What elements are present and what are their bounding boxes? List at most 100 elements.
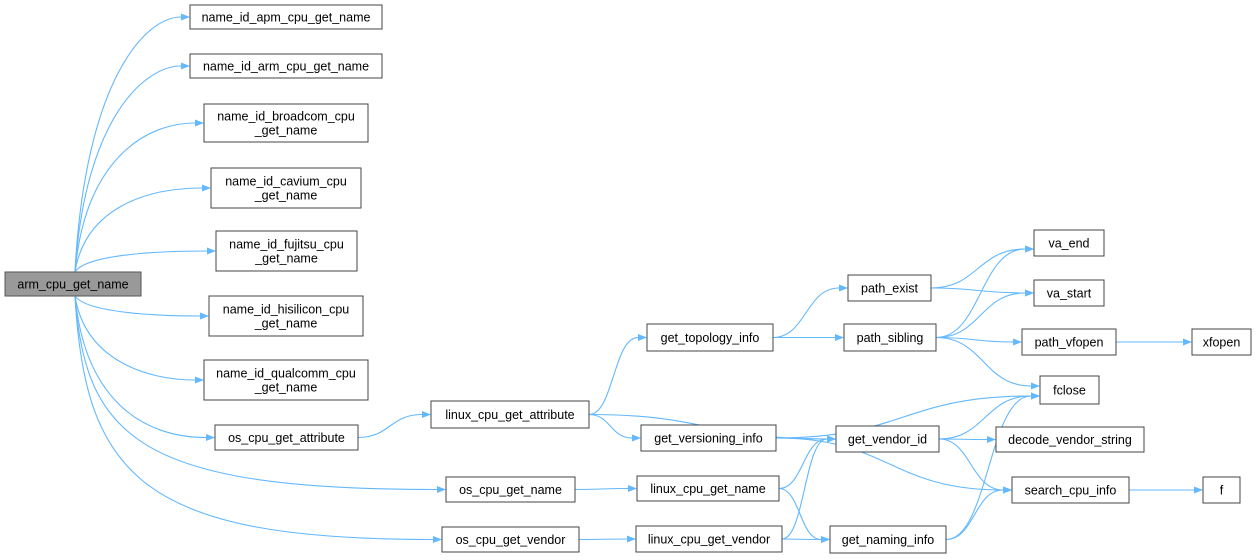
node-f[interactable]: f — [1202, 476, 1241, 504]
edge-arm-cpu-get-name-to-name-id-apm-cpu-get-name — [74, 13, 190, 273]
node-path-exist[interactable]: path_exist — [847, 274, 932, 302]
edge-arm-cpu-get-name-to-os-cpu-get-attribute — [74, 295, 215, 441]
node-box — [189, 4, 383, 30]
edge-os-cpu-get-attribute-to-linux-cpu-get-attribute — [357, 411, 431, 439]
node-name-id-qualcomm-cpu-get-name[interactable]: name_id_qualcomm_cpu_get_name — [203, 359, 369, 401]
node-box — [636, 475, 780, 502]
node-label: path_exist — [861, 282, 919, 296]
edge-arm-cpu-get-name-to-os-cpu-get-vendor — [74, 295, 442, 543]
node-label: os_cpu_get_attribute — [228, 431, 345, 445]
node-xfopen[interactable]: xfopen — [1191, 328, 1252, 356]
node-path-sibling[interactable]: path_sibling — [843, 323, 937, 352]
arrowhead — [1025, 289, 1034, 297]
node-name-id-hisilicon-cpu-get-name[interactable]: name_id_hisilicon_cpu_get_name — [208, 295, 364, 337]
node-get-vendor-id[interactable]: get_vendor_id — [835, 425, 940, 453]
edge-linux-cpu-get-vendor-to-get-naming-info — [781, 536, 830, 543]
edge-line — [781, 438, 828, 540]
arrowhead — [181, 62, 190, 70]
node-get-topology-info[interactable]: get_topology_info — [646, 323, 774, 352]
node-os-cpu-get-attribute[interactable]: os_cpu_get_attribute — [214, 424, 359, 451]
arrowhead — [1194, 486, 1203, 494]
node-os-cpu-get-vendor[interactable]: os_cpu_get_vendor — [441, 526, 580, 553]
node-box — [1033, 229, 1105, 257]
node-box — [214, 424, 359, 451]
edge-os-cpu-get-vendor-to-linux-cpu-get-vendor — [578, 535, 636, 543]
edges-layer — [74, 13, 1203, 543]
node-box — [1033, 279, 1105, 307]
arrowhead — [181, 13, 190, 21]
edge-line — [74, 65, 182, 273]
edge-linux-cpu-get-attribute-to-get-versioning-info — [588, 413, 641, 442]
arrowhead — [1025, 245, 1034, 253]
node-linux-cpu-get-attribute[interactable]: linux_cpu_get_attribute — [430, 400, 590, 429]
arrowhead — [1031, 392, 1040, 400]
node-linux-cpu-get-name[interactable]: linux_cpu_get_name — [636, 475, 780, 502]
node-box — [843, 323, 937, 352]
edge-line — [578, 538, 628, 541]
edge-line — [775, 437, 1004, 491]
node-get-naming-info[interactable]: get_naming_info — [829, 525, 947, 554]
edge-line — [74, 295, 434, 541]
arrowhead — [638, 334, 647, 341]
edge-arm-cpu-get-name-to-name-id-fujitsu-cpu-get-name — [74, 247, 216, 273]
arrowhead — [632, 434, 641, 442]
edge-line — [74, 295, 438, 491]
node-fclose[interactable]: fclose — [1039, 375, 1100, 405]
node-name-id-arm-cpu-get-name[interactable]: name_id_arm_cpu_get_name — [189, 53, 383, 79]
edge-line — [357, 413, 423, 439]
node-label: _get_name — [254, 252, 318, 266]
node-box — [210, 167, 362, 209]
edge-get-naming-info-to-search-cpu-info — [945, 486, 1012, 541]
edge-arm-cpu-get-name-to-os-cpu-get-name — [74, 295, 446, 493]
node-name-id-fujitsu-cpu-get-name[interactable]: name_id_fujitsu_cpu_get_name — [215, 230, 358, 272]
node-name-id-apm-cpu-get-name[interactable]: name_id_apm_cpu_get_name — [189, 4, 383, 30]
edge-line — [772, 287, 840, 339]
node-os-cpu-get-name[interactable]: os_cpu_get_name — [445, 476, 576, 503]
arrowhead — [987, 436, 996, 443]
edge-line — [588, 336, 639, 416]
arrowhead — [627, 535, 636, 543]
edge-arm-cpu-get-name-to-name-id-qualcomm-cpu-get-name — [74, 295, 204, 384]
node-path-vfopen[interactable]: path_vfopen — [1021, 328, 1117, 356]
node-box — [1039, 375, 1100, 405]
node-box — [847, 274, 932, 302]
node-va-end[interactable]: va_end — [1033, 229, 1105, 257]
edge-line — [778, 438, 828, 490]
node-decode-vendor-string[interactable]: decode_vendor_string — [995, 426, 1145, 453]
node-label: os_cpu_get_vendor — [456, 533, 566, 547]
edge-line — [938, 395, 1032, 440]
node-search-cpu-info[interactable]: search_cpu_info — [1011, 476, 1130, 504]
node-box — [208, 295, 364, 337]
node-linux-cpu-get-vendor[interactable]: linux_cpu_get_vendor — [635, 525, 783, 553]
node-box — [4, 271, 142, 297]
arrowhead — [628, 485, 637, 492]
edge-line — [74, 295, 201, 317]
edge-line — [588, 413, 633, 439]
node-box — [1191, 328, 1252, 356]
node-arm-cpu-get-name[interactable]: arm_cpu_get_name — [4, 271, 142, 297]
node-label: get_vendor_id — [848, 433, 927, 447]
edge-line — [74, 187, 203, 273]
edge-arm-cpu-get-name-to-name-id-broadcom-cpu-get-name — [74, 119, 204, 273]
node-label: xfopen — [1203, 336, 1241, 350]
node-label: name_id_arm_cpu_get_name — [203, 60, 369, 74]
edge-os-cpu-get-name-to-linux-cpu-get-name — [574, 485, 637, 492]
node-name-id-broadcom-cpu-get-name[interactable]: name_id_broadcom_cpu_get_name — [203, 103, 369, 143]
edge-get-topology-info-to-path-exist — [772, 284, 848, 339]
node-name-id-cavium-cpu-get-name[interactable]: name_id_cavium_cpu_get_name — [210, 167, 362, 209]
node-box — [215, 230, 358, 272]
edge-path-vfopen-to-xfopen — [1115, 338, 1192, 346]
node-box — [640, 424, 777, 452]
edge-line — [935, 336, 1014, 343]
node-box — [995, 426, 1145, 453]
node-box — [829, 525, 947, 554]
arrowhead — [200, 312, 209, 320]
node-get-versioning-info[interactable]: get_versioning_info — [640, 424, 777, 452]
node-box — [1021, 328, 1117, 356]
node-label: get_naming_info — [842, 533, 934, 547]
node-va-start[interactable]: va_start — [1033, 279, 1105, 307]
edge-line — [74, 295, 207, 439]
node-label: va_start — [1047, 287, 1092, 301]
arrowhead — [207, 247, 216, 255]
